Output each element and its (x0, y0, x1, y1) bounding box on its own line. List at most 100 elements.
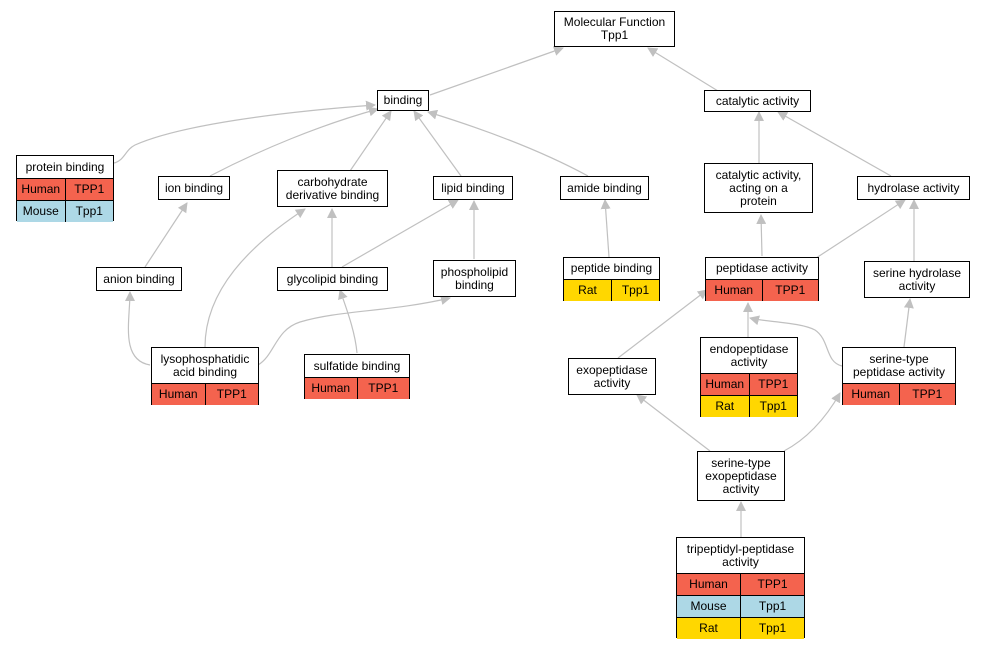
edge-lpa-carb (204, 208, 306, 348)
species-row: Mouse Tpp1 (677, 595, 804, 617)
node-label: catalytic activity (715, 93, 800, 108)
species-row: Rat Tpp1 (701, 395, 797, 417)
node-ion-binding[interactable]: ion binding (158, 176, 230, 200)
species-cell: Rat (578, 283, 597, 297)
edge-serine-peptidase-serine-hydrolase (903, 298, 914, 348)
species-row: Human TPP1 (843, 383, 955, 405)
node-molecular-function[interactable]: Molecular Function Tpp1 (554, 11, 675, 47)
node-peptidase-activity[interactable]: peptidase activity Human TPP1 (705, 257, 819, 301)
gene-cell: Tpp1 (740, 618, 804, 639)
node-peptide-binding[interactable]: peptide binding Rat Tpp1 (563, 257, 660, 301)
edge-glycolipid-lipid (341, 199, 459, 268)
edge-catalytic-root (647, 47, 719, 92)
node-label: Molecular Function Tpp1 (563, 15, 666, 42)
edge-exopeptidase-peptidase (617, 289, 708, 359)
node-phospholipid-binding[interactable]: phospholipid binding (433, 260, 516, 297)
gene-cell: TPP1 (898, 384, 956, 405)
node-label: exopeptidase activity (576, 362, 648, 390)
node-label: phospholipid binding (440, 264, 509, 292)
species-row: Rat Tpp1 (677, 617, 804, 639)
edge-sulfatide-glycolipid (338, 289, 358, 354)
species-cell: Human (158, 387, 198, 401)
node-label: serine-type peptidase activity (852, 351, 946, 379)
node-tripeptidyl-peptidase-activity[interactable]: tripeptidyl-peptidase activity Human TPP… (676, 537, 805, 639)
gene-cell: Tpp1 (611, 280, 659, 301)
node-protein-binding[interactable]: protein binding Human TPP1 Mouse Tpp1 (16, 155, 114, 222)
node-label: hydrolase activity (867, 180, 960, 195)
gene-cell: Tpp1 (748, 396, 798, 417)
gene-cell: Tpp1 (64, 201, 114, 222)
edge-peptidase-hydrolase (809, 199, 906, 263)
node-glycolipid-binding[interactable]: glycolipid binding (277, 267, 388, 291)
species-cell: Rat (699, 621, 718, 635)
edge-anion-ion (144, 202, 188, 268)
gene-cell: TPP1 (64, 179, 114, 200)
node-binding[interactable]: binding (377, 90, 429, 111)
node-label: lysophosphatidic acid binding (160, 351, 250, 379)
species-row: Rat Tpp1 (564, 279, 659, 301)
gene-cell: TPP1 (748, 374, 798, 395)
species-row: Human TPP1 (677, 573, 804, 595)
node-catalytic-activity[interactable]: catalytic activity (704, 90, 811, 112)
node-label: ion binding (164, 180, 224, 195)
species-cell: Human (714, 283, 754, 297)
species-row: Human TPP1 (152, 383, 258, 405)
gene-cell: TPP1 (740, 574, 804, 595)
node-serine-type-exopeptidase-activity[interactable]: serine-type exopeptidase activity (697, 451, 785, 501)
node-hydrolase-activity[interactable]: hydrolase activity (857, 176, 970, 200)
species-row: Human TPP1 (701, 373, 797, 395)
node-label: tripeptidyl-peptidase activity (686, 541, 795, 569)
edge-amide-binding-binding (427, 109, 589, 177)
node-label: serine-type exopeptidase activity (705, 455, 777, 496)
node-catalytic-activity-on-protein[interactable]: catalytic activity, acting on a protein (704, 163, 813, 213)
gene-cell: TPP1 (204, 384, 259, 405)
species-cell: Rat (715, 399, 735, 413)
edge-lpa-phospholipid (257, 295, 451, 366)
node-anion-binding[interactable]: anion binding (96, 267, 182, 291)
node-label: peptidase activity (715, 261, 809, 275)
node-carbohydrate-derivative-binding[interactable]: carbohydrate derivative binding (277, 170, 388, 207)
node-label: anion binding (103, 271, 175, 286)
node-label: endopeptidase activity (709, 341, 789, 369)
node-label: peptide binding (570, 261, 653, 275)
edge-peptidase-cat-protein (756, 214, 767, 257)
node-amide-binding[interactable]: amide binding (560, 176, 649, 200)
species-cell: Mouse (690, 599, 727, 613)
edge-serine-exo-serine-peptidase (783, 392, 841, 452)
node-lysophosphatidic-acid-binding[interactable]: lysophosphatidic acid binding Human TPP1 (151, 347, 259, 405)
node-label: glycolipid binding (286, 271, 379, 286)
node-label: protein binding (25, 159, 105, 174)
species-cell: Human (705, 377, 745, 391)
node-label: binding (383, 93, 423, 107)
node-label: serine hydrolase activity (872, 265, 962, 293)
edge-serine-peptidase-peptidase (749, 315, 843, 367)
node-endopeptidase-activity[interactable]: endopeptidase activity Human TPP1 Rat Tp… (700, 337, 798, 417)
node-label: sulfatide binding (313, 358, 401, 373)
edge-lipid-binding-binding (413, 110, 462, 177)
edge-serine-exo-exopeptidase (636, 394, 711, 452)
node-serine-type-peptidase-activity[interactable]: serine-type peptidase activity Human TPP… (842, 347, 956, 405)
node-sulfatide-binding[interactable]: sulfatide binding Human TPP1 (304, 354, 410, 399)
node-label: amide binding (567, 180, 642, 195)
edge-lpa-anion (124, 291, 151, 366)
species-cell: Human (851, 387, 891, 401)
edge-peptide-amide (600, 199, 611, 258)
edge-binding-root (429, 46, 564, 96)
edge-hydrolase-catalytic (777, 111, 892, 177)
species-cell: Human (21, 182, 61, 196)
gene-cell: TPP1 (356, 378, 410, 399)
node-label: catalytic activity, acting on a protein (715, 167, 802, 208)
species-row: Human TPP1 (706, 279, 818, 301)
edge-ion-binding-binding (209, 106, 379, 177)
species-row: Human TPP1 (305, 377, 409, 399)
node-label: lipid binding (441, 180, 505, 195)
node-label: carbohydrate derivative binding (285, 174, 380, 202)
species-cell: Human (689, 577, 728, 591)
node-serine-hydrolase-activity[interactable]: serine hydrolase activity (864, 261, 970, 298)
node-lipid-binding[interactable]: lipid binding (433, 176, 513, 200)
species-cell: Human (311, 381, 351, 395)
edge-protein-binding-binding (113, 100, 376, 164)
node-exopeptidase-activity[interactable]: exopeptidase activity (568, 358, 656, 395)
gene-cell: TPP1 (761, 280, 819, 301)
